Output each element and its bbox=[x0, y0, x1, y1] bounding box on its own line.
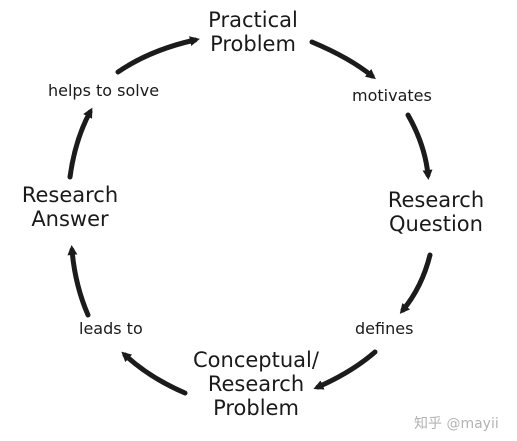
node-text: Research bbox=[207, 372, 305, 397]
node-text: Answer bbox=[31, 207, 109, 232]
edge-label-leads-to: leads to bbox=[79, 319, 143, 338]
arrow-helps-to-practical bbox=[115, 36, 200, 75]
arrow-motivates-to-question bbox=[405, 112, 433, 180]
arrow-defines-to-conceptual bbox=[313, 349, 378, 390]
node-text: Research bbox=[21, 183, 119, 207]
edge-label-helps-to-solve: helps to solve bbox=[48, 81, 160, 100]
node-conceptual-research-problem: Conceptual/ Research Problem bbox=[181, 348, 331, 420]
node-text: Question bbox=[389, 212, 483, 237]
node-text: Research bbox=[387, 188, 485, 212]
edge-label-defines: defines bbox=[355, 319, 414, 338]
arrow-question-to-defines bbox=[399, 252, 433, 314]
node-text: Practical bbox=[208, 8, 298, 32]
arrow-leadsto-to-answer bbox=[67, 245, 91, 318]
node-text: Problem bbox=[210, 32, 296, 57]
node-text: Problem bbox=[213, 396, 299, 421]
arrow-answer-to-helps bbox=[67, 107, 93, 180]
node-research-question: Research Question bbox=[382, 188, 490, 236]
node-research-answer: Research Answer bbox=[15, 183, 125, 231]
watermark: 知乎 @mayii bbox=[414, 416, 499, 432]
node-practical-problem: Practical Problem bbox=[198, 8, 308, 56]
arrow-conceptual-to-leadsto bbox=[121, 351, 188, 396]
edge-label-motivates: motivates bbox=[352, 86, 432, 105]
arrow-practical-to-motivates bbox=[309, 39, 376, 80]
node-text: Conceptual/ bbox=[193, 348, 319, 372]
